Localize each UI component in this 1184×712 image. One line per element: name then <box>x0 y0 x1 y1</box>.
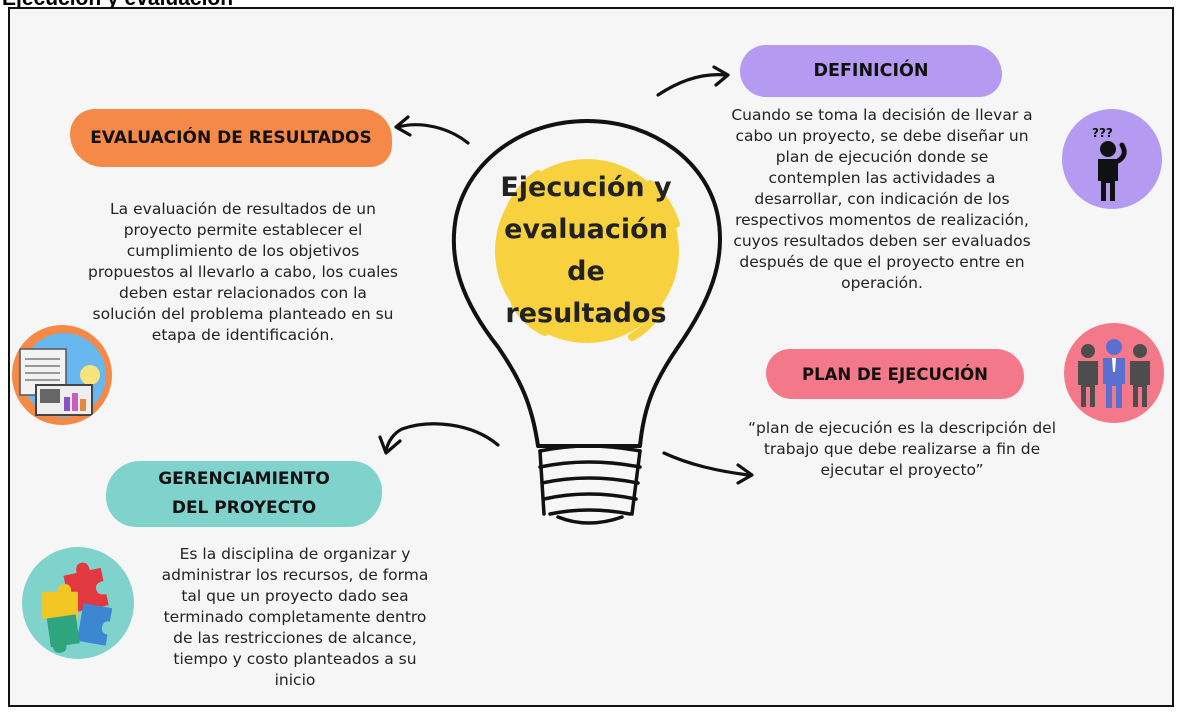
center-title: Ejecución y evaluación de resultados <box>500 172 672 329</box>
gerenciamiento-title-pill: GERENCIAMIENTO DEL PROYECTO <box>106 461 382 527</box>
svg-text:???: ??? <box>1092 126 1113 140</box>
puzzle-icon <box>22 547 134 659</box>
documents-icon <box>12 325 112 425</box>
gerenciamiento-title-line1: GERENCIAMIENTO <box>158 469 330 489</box>
gerenciamiento-title-line2: DEL PROYECTO <box>171 498 317 518</box>
cropped-header: Ejecución y evaluación <box>0 0 1184 8</box>
gerenciamiento-text: Es la disciplina de organizar y administ… <box>161 545 429 689</box>
arrow-to-definicion <box>656 73 728 97</box>
bulb-base <box>538 444 642 525</box>
header-text: Ejecución y evaluación <box>2 0 233 8</box>
infographic-frame: Ejecución y evaluación de resultados EVA… <box>8 7 1174 707</box>
lightbulb-drawing <box>378 65 754 525</box>
bulb-outline <box>451 119 723 448</box>
plan-text: “plan de ejecución es la descripción del… <box>747 419 1057 479</box>
arrow-to-evaluacion <box>396 123 470 145</box>
evaluacion-title-pill: EVALUACIÓN DE RESULTADOS <box>70 109 392 167</box>
question-person-icon: ??? <box>1062 109 1162 209</box>
plan-title-pill: PLAN DE EJECUCIÓN <box>766 349 1024 399</box>
evaluacion-title: EVALUACIÓN DE RESULTADOS <box>90 128 372 148</box>
arrow-to-plan <box>662 451 750 477</box>
definicion-title-pill: DEFINICIÓN <box>740 45 1002 97</box>
definicion-text: Cuando se toma la decisión de llevar a c… <box>731 106 1033 292</box>
arrow-to-gerenciamiento <box>384 422 500 453</box>
definicion-title: DEFINICIÓN <box>813 61 929 81</box>
plan-title: PLAN DE EJECUCIÓN <box>802 364 988 384</box>
bulb-fill <box>495 159 679 343</box>
evaluacion-text: La evaluación de resultados de un proyec… <box>87 200 398 344</box>
business-people-icon <box>1064 323 1164 423</box>
